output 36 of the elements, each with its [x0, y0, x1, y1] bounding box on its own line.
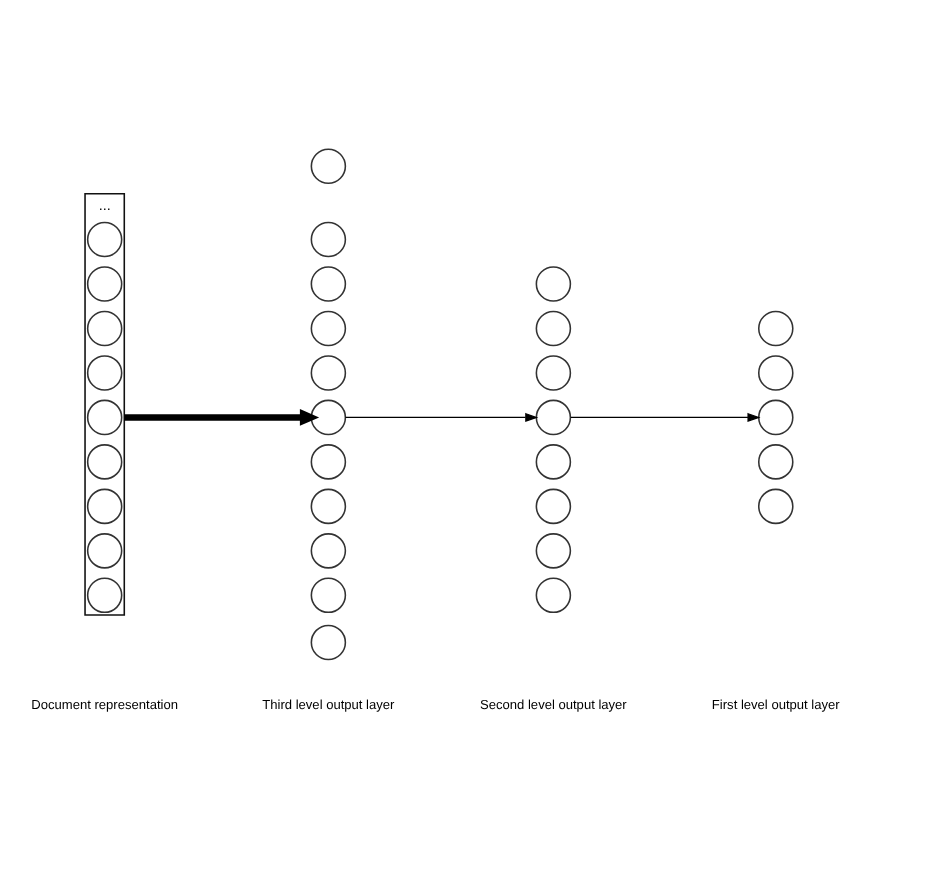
- node-circle: [86, 488, 123, 525]
- arrow: [344, 412, 539, 422]
- node-circle: [310, 488, 347, 525]
- node-circle: [86, 355, 123, 391]
- arrow: [570, 412, 761, 422]
- node-circle: [535, 533, 572, 569]
- node-circle: [535, 488, 572, 525]
- node-circle: [535, 399, 572, 436]
- arrow: [124, 408, 320, 426]
- node-circle: [310, 148, 347, 185]
- node-circle: [758, 399, 794, 436]
- node-circle: [310, 221, 347, 258]
- node-circle: [86, 266, 123, 302]
- node-circle: [86, 399, 123, 436]
- node-circle: [758, 488, 794, 525]
- node-circle: [86, 444, 123, 480]
- node-circle: [310, 310, 347, 347]
- node-circle: [758, 310, 794, 347]
- node-circle: [535, 577, 572, 614]
- node-circle: [535, 444, 572, 480]
- node-circle: [758, 444, 794, 480]
- node-circle: [535, 355, 572, 391]
- node-circle: [535, 310, 572, 347]
- node-circle: [310, 577, 347, 614]
- node-circle: [535, 266, 572, 302]
- node-circle: [310, 399, 347, 436]
- node-circle: [310, 266, 347, 302]
- node-circle: [310, 533, 347, 569]
- node-circle: [86, 577, 123, 614]
- node-circle: [86, 221, 123, 258]
- node-circle: [758, 355, 794, 391]
- node-circle: [310, 355, 347, 391]
- node-circle: [310, 624, 347, 661]
- node-circle: [310, 444, 347, 480]
- node-circle: [86, 533, 123, 569]
- node-circle: [86, 310, 123, 347]
